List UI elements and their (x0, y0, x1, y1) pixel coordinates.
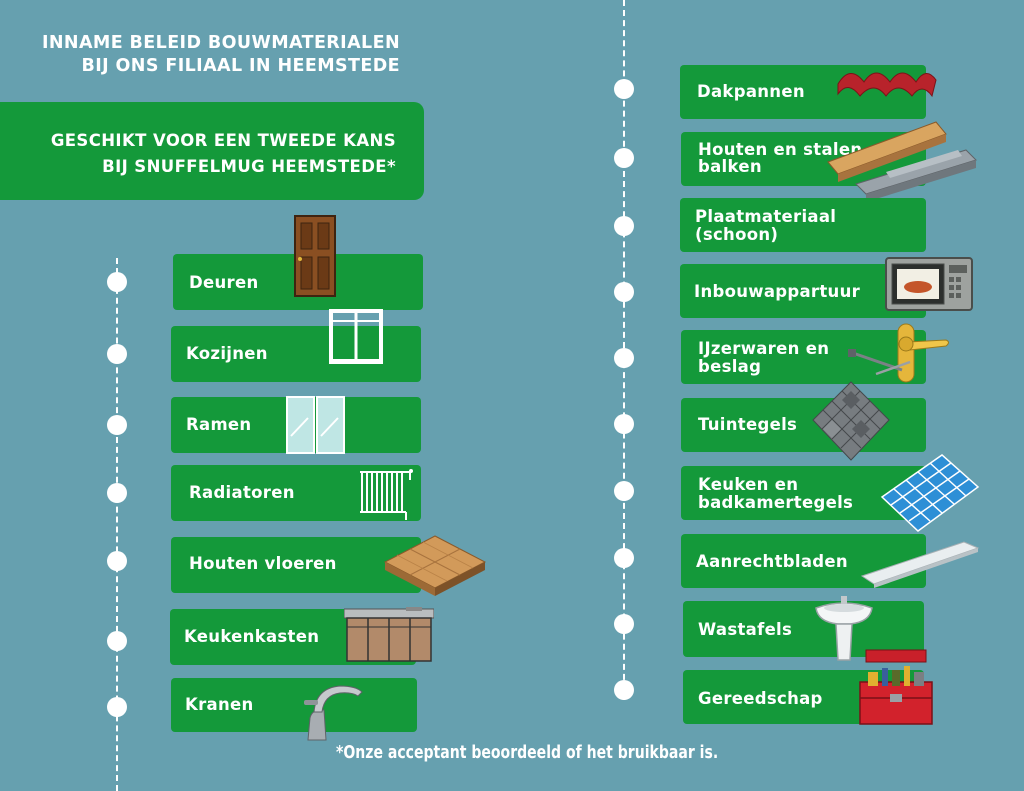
timeline-dot (107, 697, 127, 717)
timeline-dot (614, 348, 634, 368)
built-in-oven-icon (885, 257, 973, 311)
timeline-dot (107, 344, 127, 364)
countertop-icon (860, 541, 980, 588)
kitchen-cabinet-icon (344, 607, 434, 662)
wall-tiles-icon (880, 454, 980, 532)
timeline-dot (614, 481, 634, 501)
list-item-kozijnen: Kozijnen (171, 326, 421, 382)
door-handle-icon (848, 323, 949, 383)
window-frame-icon (329, 309, 383, 364)
header-text: GESCHIKT VOOR EEN TWEEDE KANS BIJ SNUFFE… (50, 131, 396, 176)
timeline-dot (107, 272, 127, 292)
timeline-dot (614, 548, 634, 568)
list-item-keuken-en-badkamertegels: Keuken en badkamertegels (681, 466, 926, 520)
door-icon (294, 215, 336, 297)
paving-tiles-icon (812, 381, 890, 461)
timeline-dot (614, 79, 634, 99)
timeline-dot (614, 282, 634, 302)
roof-tile-icon (837, 72, 937, 98)
wood-floor-icon (383, 535, 487, 596)
washbasin-icon (815, 596, 873, 661)
timeline-dot (614, 614, 634, 634)
timeline-dot (614, 216, 634, 236)
beams-icon (827, 121, 977, 202)
list-item-dakpannen: Dakpannen (680, 65, 926, 119)
radiator-icon (360, 469, 413, 520)
timeline-dot (107, 483, 127, 503)
list-item-plaatmateriaal: Plaatmateriaal (schoon) (680, 198, 926, 252)
timeline-dot (614, 680, 634, 700)
timeline-dot (107, 551, 127, 571)
timeline-dot (107, 415, 127, 435)
toolbox-icon (859, 649, 933, 725)
timeline-dot (107, 631, 127, 651)
glass-pane-icon (286, 396, 345, 454)
list-item-houten-vloeren: Houten vloeren (171, 537, 421, 593)
footnote: *Onze acceptant beoordeeld of het bruikb… (336, 742, 719, 763)
header-banner: GESCHIKT VOOR EEN TWEEDE KANS BIJ SNUFFE… (0, 102, 424, 200)
timeline-dot (614, 414, 634, 434)
list-item-kranen: Kranen (171, 678, 417, 732)
faucet-icon (304, 685, 363, 741)
list-item-wastafels: Wastafels (683, 601, 924, 657)
left-timeline (116, 258, 118, 791)
list-item-ijzerwaren: IJzerwaren en beslag (681, 330, 926, 384)
timeline-dot (614, 148, 634, 168)
page-title: INNAME BELEID BOUWMATERIALEN BIJ ONS FIL… (41, 33, 400, 76)
list-item-tuintegels: Tuintegels (681, 398, 926, 452)
